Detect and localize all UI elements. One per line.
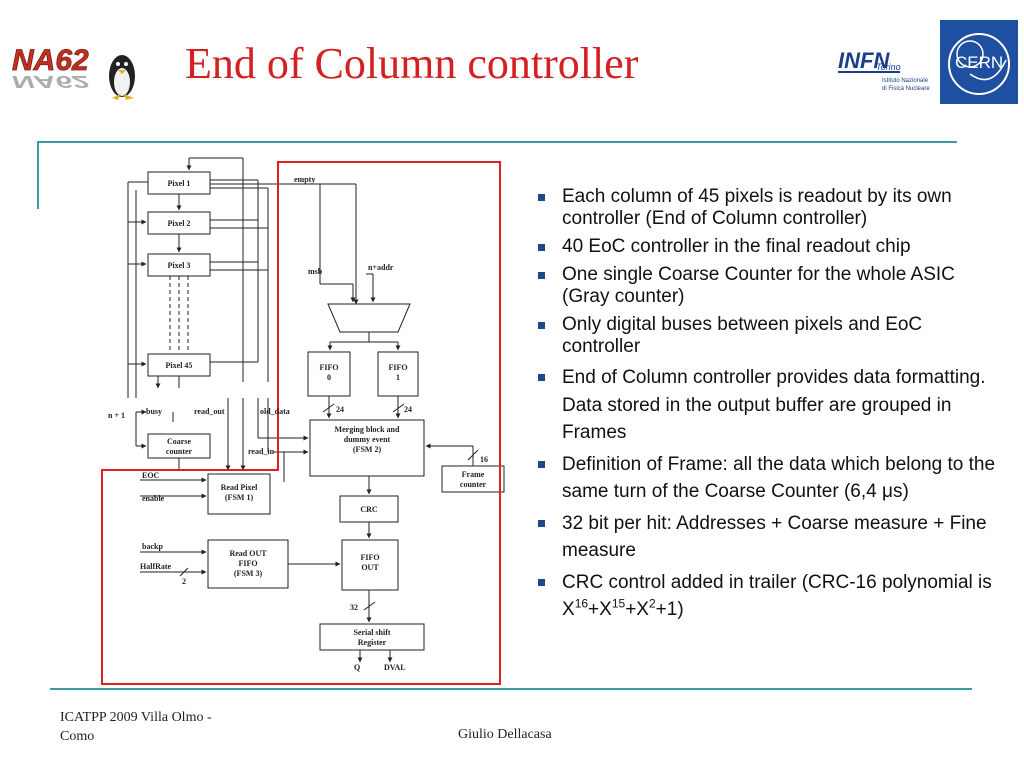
coarse-counter-label-a: Coarse xyxy=(167,437,191,446)
bullet-item-crc: CRC control added in trailer (CRC-16 pol… xyxy=(530,569,1000,624)
footer-conference-line1: ICATPP 2009 Villa Olmo - xyxy=(60,710,212,725)
bus-width-32: 32 xyxy=(350,603,358,612)
exponent-2: 2 xyxy=(648,596,656,611)
bullet-item: 32 bit per hit: Addresses + Coarse measu… xyxy=(530,510,1000,565)
footer-rule xyxy=(50,688,972,690)
infn-logo-text: INFN xyxy=(838,48,890,73)
eoc-block-diagram: Pixel 1 Pixel 2 Pixel 3 Pixel 45 empty m… xyxy=(101,157,505,685)
crc-text-prefix: CRC control added in trailer (CRC-16 pol… xyxy=(562,571,992,621)
fifo-out-label-b: OUT xyxy=(361,563,379,572)
read-out-fifo-label-b: FIFO xyxy=(238,559,257,568)
bullet-item: Only digital buses between pixels and Eo… xyxy=(530,314,1000,358)
coarse-counter-label-b: counter xyxy=(166,447,193,456)
signal-dval: DVAL xyxy=(384,663,406,672)
crc-text-suffix: +1) xyxy=(655,599,684,620)
signal-read-out: read_out xyxy=(194,407,225,416)
bullet-item: One single Coarse Counter for the whole … xyxy=(530,264,1000,308)
na62-logo-text: NA62 xyxy=(12,44,89,77)
fifo-out-label-a: FIFO xyxy=(360,553,379,562)
read-pixel-label-a: Read Pixel xyxy=(221,483,258,492)
crc-label: CRC xyxy=(360,505,378,514)
read-out-fifo-label-c: (FSM 3) xyxy=(234,569,263,578)
signal-msb: msb xyxy=(308,267,323,276)
crc-plus-x-1: +X xyxy=(588,599,612,620)
footer-conference-line2: Como xyxy=(60,729,95,744)
infn-logo-desc2: di Fisica Nucleare xyxy=(882,86,930,92)
header-rule xyxy=(37,141,957,143)
na62-logo-reflection: NA62 xyxy=(12,72,89,92)
infn-logo: INFN Torino Istituto Nazionale di Fisica… xyxy=(838,48,930,92)
read-pixel-label-b: (FSM 1) xyxy=(225,493,254,502)
bullet-item: End of Column controller provides data f… xyxy=(530,364,1000,447)
signal-backp: backp xyxy=(142,542,163,551)
cern-logo-text: CERN xyxy=(955,53,1003,72)
signal-q: Q xyxy=(354,663,360,672)
infn-logo-sub: Torino xyxy=(876,62,901,72)
fifo0-label-b: 0 xyxy=(327,373,331,382)
bus-width-24-b: 24 xyxy=(404,405,412,414)
footer-author: Giulio Dellacasa xyxy=(458,727,552,742)
signal-eoc: EOC xyxy=(142,471,160,480)
crc-plus-x-2: +X xyxy=(625,599,649,620)
read-out-fifo-label-a: Read OUT xyxy=(229,549,267,558)
fifo1-label-a: FIFO xyxy=(388,363,407,372)
na62-logo: NA62 NA62 xyxy=(12,44,135,100)
signal-enable: enable xyxy=(142,494,165,503)
bullet-item: Definition of Frame: all the data which … xyxy=(530,451,1000,506)
bus-width-24-a: 24 xyxy=(336,405,344,414)
pixel-45-label: Pixel 45 xyxy=(166,361,193,370)
bus-width-16: 16 xyxy=(480,455,488,464)
frame-counter-label-a: Frame xyxy=(462,470,485,479)
exponent-15: 15 xyxy=(611,596,626,611)
infn-logo-desc1: Istituto Nazionale xyxy=(882,78,929,84)
frame-counter-label-b: counter xyxy=(460,480,487,489)
fifo1-label-b: 1 xyxy=(396,373,400,382)
merging-block-label-b: dummy event xyxy=(344,435,391,444)
fifo0-label-a: FIFO xyxy=(319,363,338,372)
bullet-item: Each column of 45 pixels is readout by i… xyxy=(530,186,1000,230)
signal-old-data: old_data xyxy=(260,407,290,416)
bus-width-2: 2 xyxy=(182,577,186,586)
pixel-2-label: Pixel 2 xyxy=(168,219,191,228)
cern-logo: CERN xyxy=(940,20,1018,104)
serial-register-label-b: Register xyxy=(358,638,387,647)
bullet-list: Each column of 45 pixels is readout by i… xyxy=(530,186,1000,628)
signal-read-in: read_in xyxy=(248,447,275,456)
signal-n1: n + 1 xyxy=(108,411,125,420)
merging-block-label-a: Merging block and xyxy=(335,425,400,434)
signal-empty: empty xyxy=(294,175,315,184)
exponent-16: 16 xyxy=(574,596,589,611)
pixel-3-label: Pixel 3 xyxy=(168,261,191,270)
bullet-item: 40 EoC controller in the final readout c… xyxy=(530,236,1000,258)
serial-register-label-a: Serial shift xyxy=(353,628,390,637)
signal-halfrate: HalfRate xyxy=(140,562,172,571)
pixel-1-label: Pixel 1 xyxy=(168,179,191,188)
signal-busy: busy xyxy=(146,407,162,416)
slide-title: End of Column controller xyxy=(185,39,639,88)
header-rule-tick xyxy=(37,141,39,209)
footer-conference: ICATPP 2009 Villa Olmo - Como xyxy=(60,708,212,746)
signal-naddr: n+addr xyxy=(368,263,394,272)
merging-block-label-c: (FSM 2) xyxy=(353,445,382,454)
